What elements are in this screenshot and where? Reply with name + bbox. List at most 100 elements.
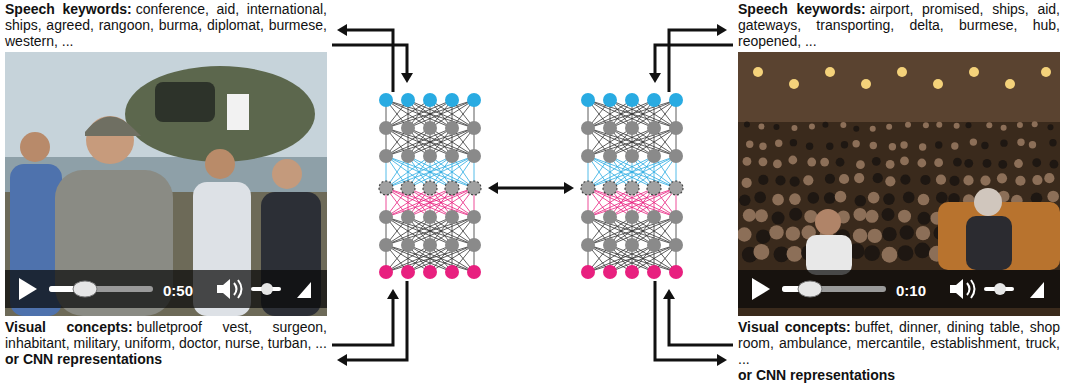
network-connection [386,217,452,245]
audience-member [755,209,768,222]
helicopter [125,66,315,162]
arrow-line [655,281,723,360]
network-connection [408,217,474,245]
audience-member [923,122,929,128]
audience-member [936,122,942,128]
audience-member [807,158,816,167]
arrow-line [332,293,393,345]
network-connection [408,100,474,128]
keyword-text: Visual concepts:bulletproof vest, surgeo… [5,319,327,367]
neuron [647,210,661,224]
neuron [445,149,459,163]
audience-member [739,194,751,206]
neuron [603,149,617,163]
audience-member [826,143,833,150]
video-frame: 0:10 [738,52,1060,316]
audience-member [841,141,848,148]
audience-member [964,159,973,168]
keyword-heading: Speech keywords: [738,1,866,17]
audience-member [775,175,785,185]
play-button [752,278,770,300]
neuron [379,149,393,163]
audience-member [900,157,909,166]
progress-knob [798,281,822,297]
audience-member [918,194,930,206]
neuron [603,210,617,224]
speaker-waves [234,280,242,298]
network-connection [610,156,676,188]
arrow-head [337,354,347,366]
audience-member [935,141,942,148]
network-connection [386,156,452,188]
neuron [445,210,459,224]
neuron [669,121,683,135]
neuron [625,93,639,107]
audience-member [809,123,815,129]
audience-member [868,192,880,204]
hall-wall [738,52,1060,122]
keyword-text: Visual concepts:buffet, dinner, dining t… [738,319,1060,383]
neuron [647,181,661,195]
audience-member [773,124,779,130]
audience-member [855,195,867,207]
keyword-text: Speech keywords:airport, promised, ships… [738,1,1060,49]
neuron [581,238,595,252]
audience-member [789,193,801,205]
neuron [379,265,393,279]
audience-member [743,209,756,222]
person-head [272,159,302,189]
neuron [379,238,393,252]
fullscreen-icon [1030,282,1044,298]
network-connection [588,100,654,128]
network-connection [588,128,654,156]
arrow-head [663,289,675,299]
neuron [603,121,617,135]
network-connection [610,217,676,245]
audience-member [983,159,992,168]
audience-member [885,176,895,186]
time-stamp: 0:50 [163,282,193,299]
network-connection [386,156,452,188]
network-connection [408,156,474,188]
audience-member [882,227,896,241]
audience-member [773,160,782,169]
network-connection [588,156,654,188]
volume-knob [261,283,273,295]
ceiling-light [1005,79,1015,89]
keyword-text: Speech keywords:conference, aid, interna… [5,1,327,49]
network-connection [610,100,676,128]
person-head [20,132,50,162]
neuron [423,181,437,195]
audience-member [743,157,752,166]
audience-member [789,208,802,221]
neuron [603,181,617,195]
neuron [401,210,415,224]
audience-member [873,173,883,183]
time-stamp-box: 0:50 [163,282,193,300]
audience-member [868,229,882,243]
neuron [669,149,683,163]
ceiling-light [825,67,835,77]
audience-member [949,176,959,186]
audience-member [746,140,753,147]
network-connection [588,156,654,188]
ceiling-light [969,67,979,77]
network-connection [408,100,474,128]
audience-member [772,194,784,206]
audience-member [870,142,877,149]
audience-member [1014,159,1023,168]
arrow-head [337,24,347,36]
play-button [19,278,37,300]
network-connection [610,100,676,128]
audience-member [758,175,768,185]
audience-member [787,246,803,262]
audience-member [886,160,895,169]
audience-member [825,174,835,184]
audience-member [808,192,820,204]
neuron [401,265,415,279]
neuron [581,93,595,107]
neuron [445,238,459,252]
audience-member [953,158,962,167]
audience-member [980,175,990,185]
audience-member [853,228,867,242]
